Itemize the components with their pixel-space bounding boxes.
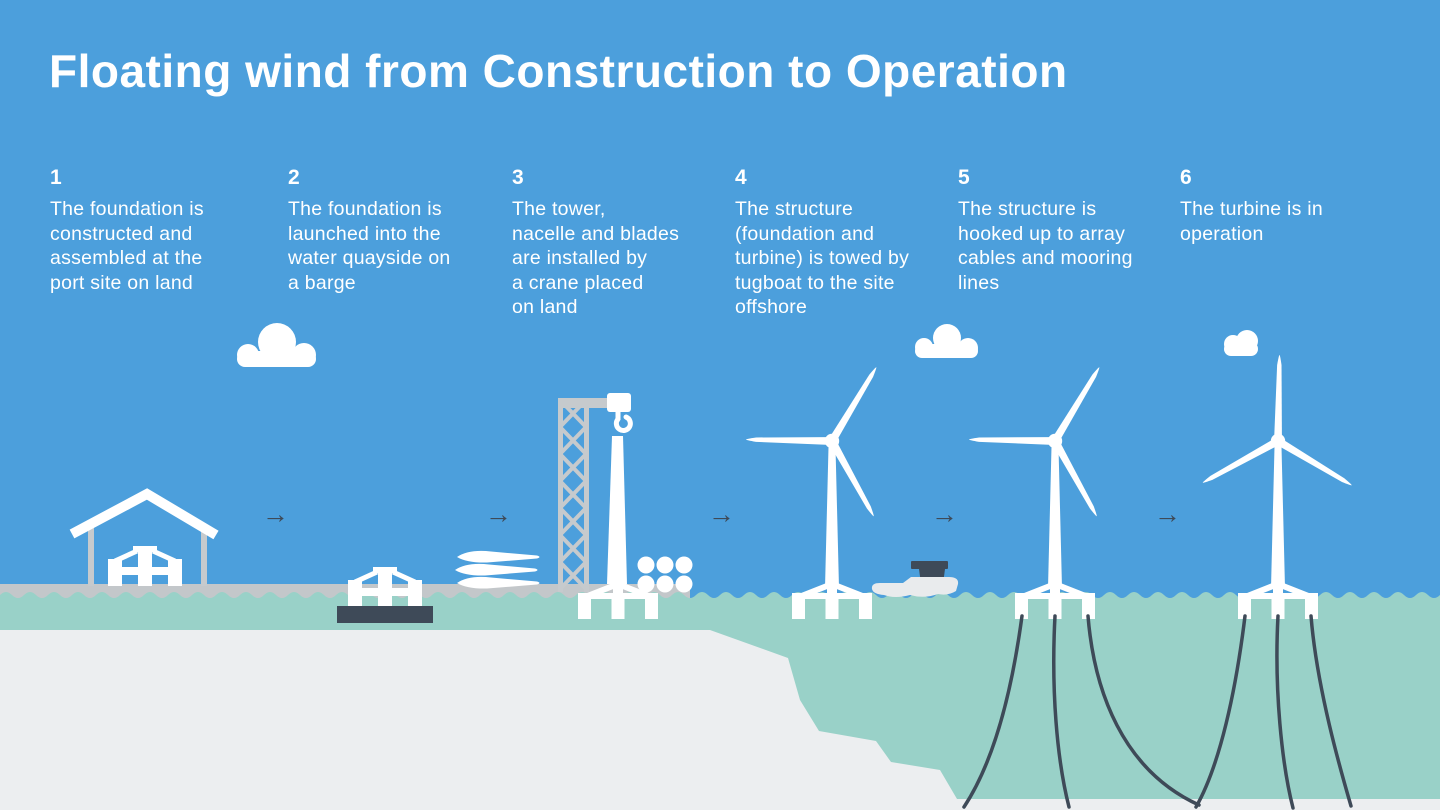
step-text: The tower, nacelle and blades are instal… bbox=[512, 198, 680, 318]
crane bbox=[558, 393, 633, 592]
arrow-icon: → bbox=[485, 499, 512, 529]
cloud-icon bbox=[237, 323, 316, 367]
step-number: 2 bbox=[288, 166, 300, 189]
step-text: The turbine is in operation bbox=[1180, 198, 1323, 245]
arrow-icon: → bbox=[931, 499, 958, 529]
arrow-icon: → bbox=[1154, 499, 1181, 529]
step-2: 2 The foundation is launched into the wa… bbox=[288, 166, 488, 295]
step-number: 6 bbox=[1180, 166, 1192, 189]
step-1: 1 The foundation is constructed and asse… bbox=[50, 166, 250, 295]
arrow-icon: → bbox=[262, 499, 289, 529]
step-4: 4 The structure (foundation and turbine)… bbox=[735, 166, 935, 320]
step-text: The foundation is constructed and assemb… bbox=[50, 198, 204, 294]
mooring-lines bbox=[962, 614, 1353, 810]
step-number: 1 bbox=[50, 166, 62, 189]
step-number: 5 bbox=[958, 166, 970, 189]
tower-being-installed bbox=[607, 436, 627, 584]
turbine-moored bbox=[969, 365, 1103, 619]
step-text: The foundation is launched into the wate… bbox=[288, 198, 451, 294]
assembly-shed bbox=[69, 488, 219, 586]
arrow-icon: → bbox=[708, 499, 735, 529]
seabed bbox=[0, 630, 1440, 810]
step-text: The structure (foundation and turbine) i… bbox=[735, 198, 910, 318]
cloud-icon bbox=[1224, 330, 1258, 356]
tugboat bbox=[871, 561, 959, 597]
step-6: 6 The turbine is in operation bbox=[1180, 166, 1380, 246]
step-number: 3 bbox=[512, 166, 524, 189]
step-text: The structure is hooked up to array cabl… bbox=[958, 198, 1133, 294]
step-5: 5 The structure is hooked up to array ca… bbox=[958, 166, 1158, 295]
barge-with-foundation bbox=[337, 567, 433, 623]
cloud-icon bbox=[915, 324, 978, 358]
turbine-towed bbox=[746, 365, 880, 619]
turbine-operating bbox=[1166, 352, 1358, 619]
page-title: Floating wind from Construction to Opera… bbox=[49, 45, 1068, 97]
crane-hook-icon bbox=[613, 409, 633, 433]
step-3: 3 The tower, nacelle and blades are inst… bbox=[512, 166, 712, 320]
nacelle-components bbox=[637, 556, 693, 593]
step-number: 4 bbox=[735, 166, 747, 189]
blade-stack bbox=[455, 550, 540, 589]
